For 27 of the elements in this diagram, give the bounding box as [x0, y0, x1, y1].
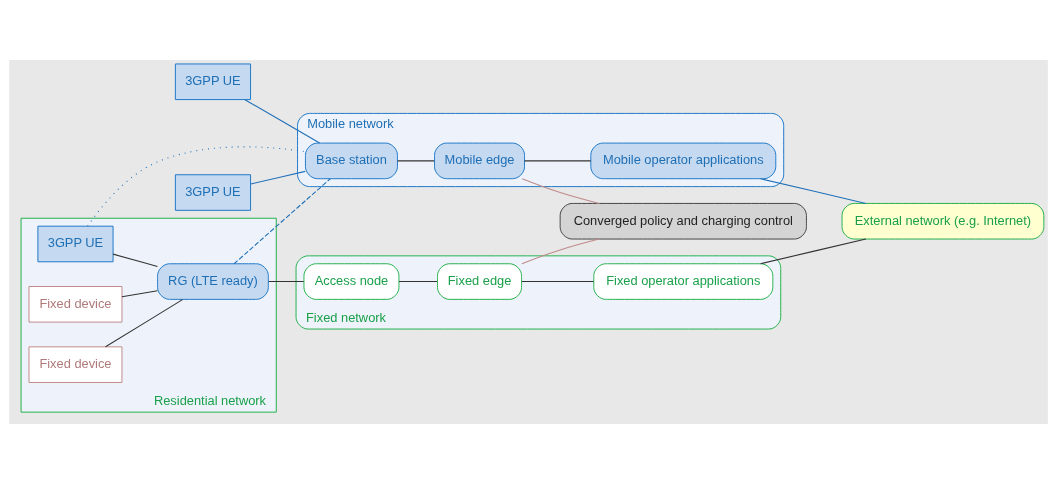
connector	[112, 253, 158, 267]
node-box: Mobile edge	[434, 142, 526, 179]
node-box: Converged policy and charging control	[559, 202, 807, 240]
connector	[250, 170, 306, 185]
connector	[397, 159, 435, 161]
connector	[521, 238, 600, 264]
node-box: Fixed device	[28, 285, 123, 323]
node-box: External network (e.g. Internet)	[841, 202, 1045, 240]
node-box: 3GPP UE	[174, 62, 252, 100]
node-box: Access node	[303, 262, 400, 300]
node-box: Fixed device	[28, 345, 123, 383]
node-box: 3GPP UE	[37, 225, 114, 262]
node-box: 3GPP UE	[174, 173, 252, 211]
connector	[105, 298, 184, 347]
connector	[521, 280, 595, 282]
node-box: RG (LTE ready)	[157, 262, 269, 300]
node-box: Base station	[304, 142, 398, 179]
node-box: Mobile operator applications	[590, 142, 777, 179]
connector	[121, 289, 158, 297]
connector	[524, 159, 592, 161]
connector	[233, 177, 331, 264]
node-box: Fixed operator applications	[593, 262, 774, 300]
connector	[244, 98, 321, 144]
node-box: Fixed edge	[437, 262, 523, 300]
connector	[87, 145, 306, 227]
connector	[268, 280, 305, 282]
connector	[398, 280, 438, 282]
